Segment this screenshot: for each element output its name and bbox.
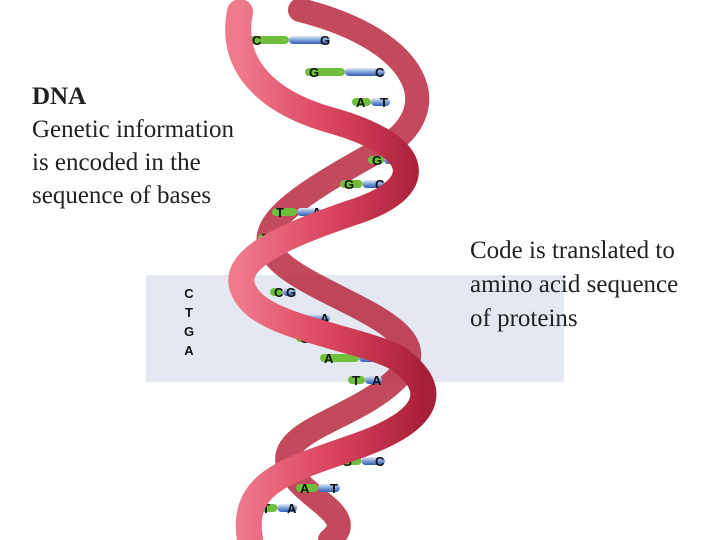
description-line: Genetic information: [32, 116, 235, 143]
base-pair-left-segment: [272, 208, 297, 216]
description-line: sequence of bases: [32, 182, 212, 209]
base-pair-right-segment: [318, 484, 340, 492]
sequence-letter: A: [184, 343, 194, 358]
base-pair-right-segment: [345, 68, 385, 76]
base-letter-right: A: [287, 501, 297, 516]
base-pair-right-segment: [289, 36, 330, 44]
base-letter-left: T: [262, 501, 270, 516]
base-pair-left-segment: [348, 376, 365, 384]
base-letter-left: G: [344, 177, 354, 192]
sequence-letter: G: [183, 324, 195, 339]
base-letter-right: G: [320, 33, 330, 48]
base-pair-left-segment: [296, 484, 318, 492]
base-pair-right-segment: [277, 504, 297, 512]
base-pair-right-segment: [283, 288, 296, 296]
title-block: DNA Genetic information is encoded in th…: [32, 80, 234, 212]
page-title: DNA: [32, 83, 87, 110]
base-letter-left: T: [352, 373, 360, 388]
base-pair-left-segment: [352, 98, 371, 106]
base-letter-left: C: [252, 33, 262, 48]
sequence-letter: T: [185, 305, 193, 320]
base-pair-right-segment: [371, 98, 390, 106]
base-letter-left: A: [356, 95, 366, 110]
base-pair-left-segment: [305, 68, 345, 76]
base-pair-right-segment: [362, 180, 385, 188]
base-letter-right: A: [372, 373, 382, 388]
helix-strand-front: [225, 0, 437, 540]
base-pair-left-segment: [340, 180, 363, 188]
base-pair-right-segment: [361, 457, 385, 465]
base-letter-right: T: [330, 481, 338, 496]
base-letter-left: A: [324, 351, 334, 366]
caption-line: of proteins: [470, 305, 578, 332]
base-pair-right-segment: [365, 376, 382, 384]
base-pair-left-segment: [270, 288, 283, 296]
base-letter-right: G: [286, 285, 296, 300]
translation-caption: Code is translated to amino acid sequenc…: [470, 234, 715, 336]
caption-line: Code is translated to: [470, 237, 675, 264]
base-letter-left: G: [372, 153, 382, 168]
base-letter-left: G: [309, 65, 319, 80]
base-letter-right: A: [320, 311, 330, 326]
base-pair-left-segment: [320, 354, 359, 362]
sequence-column: C T G A: [177, 284, 201, 360]
base-letter-right: T: [380, 95, 388, 110]
base-pair-left-segment: [248, 36, 289, 44]
base-letter-left: A: [300, 481, 310, 496]
base-letter-right: C: [375, 454, 385, 469]
base-pair-left-segment: [368, 156, 384, 164]
base-letter-left: T: [276, 205, 284, 220]
base-letter-right: C: [375, 177, 385, 192]
sequence-letter: C: [184, 286, 194, 301]
base-letter-right: C: [375, 65, 385, 80]
base-letter-left: C: [274, 285, 284, 300]
description-line: is encoded in the: [32, 149, 201, 176]
caption-line: amino acid sequence: [470, 271, 679, 298]
